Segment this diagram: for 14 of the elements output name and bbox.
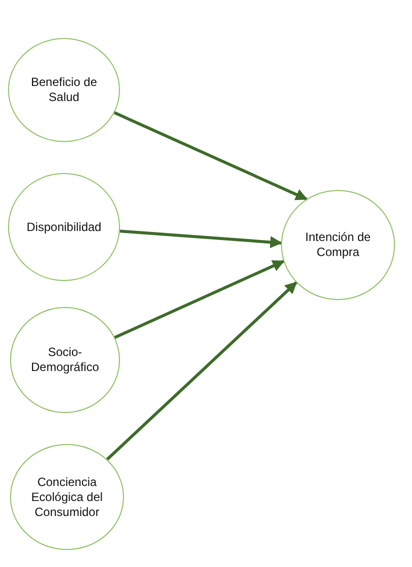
node-label: Beneficio de Salud	[30, 75, 98, 105]
arrow	[114, 260, 285, 339]
ellipse-node	[281, 190, 395, 300]
ellipse-node	[10, 444, 124, 550]
node-label: Intención de Compra	[304, 230, 372, 260]
arrow	[106, 281, 298, 460]
ellipse-node	[8, 38, 120, 142]
ellipse-node	[10, 307, 120, 413]
arrow	[120, 230, 282, 248]
ellipse-node	[8, 173, 120, 281]
node-label: Socio-Demográfico	[30, 345, 100, 375]
arrow	[114, 111, 308, 200]
node-label: Disponibilidad	[26, 220, 102, 234]
node-label: Conciencia Ecológica del Consumidor	[30, 474, 104, 520]
